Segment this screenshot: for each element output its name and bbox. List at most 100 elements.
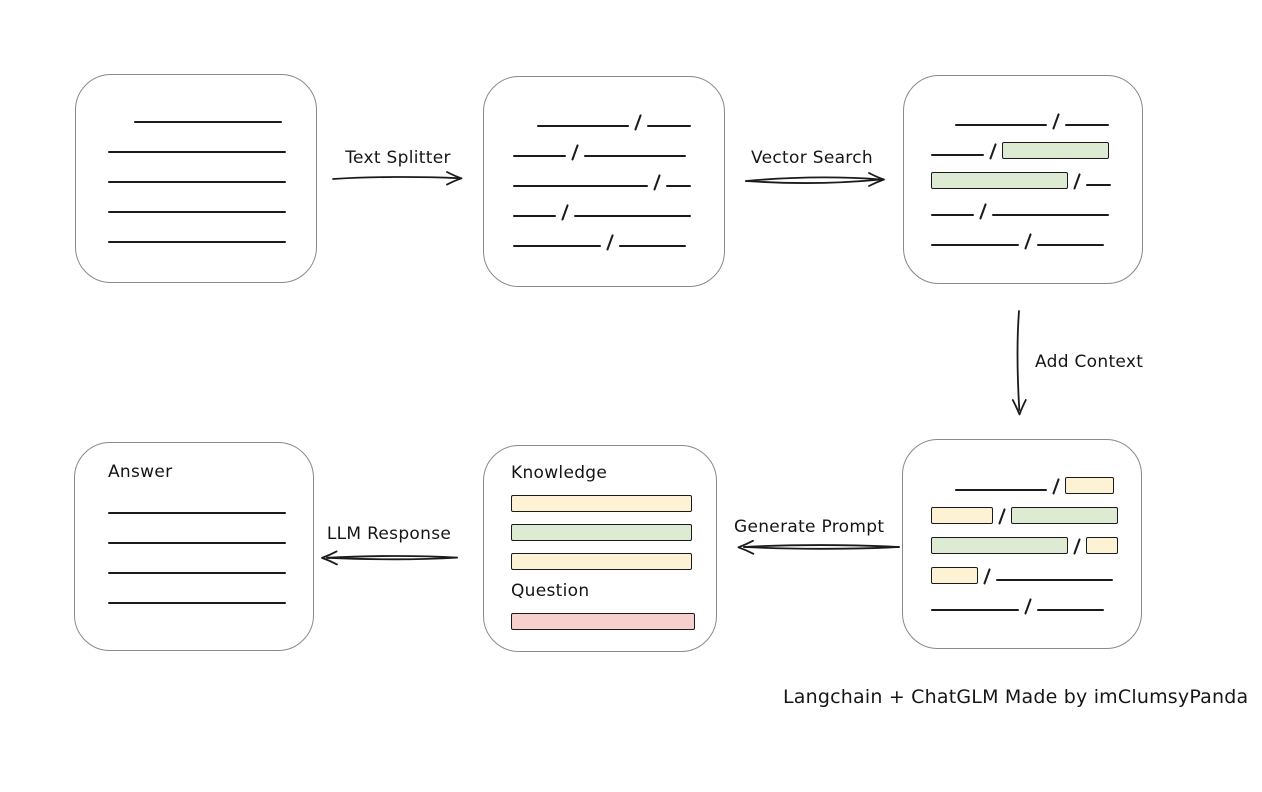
green-highlight-bar xyxy=(931,537,1068,554)
green-highlight-bar xyxy=(511,524,692,541)
llm-response-arrow xyxy=(321,550,458,566)
slash-separator xyxy=(1073,538,1082,555)
text-line xyxy=(931,214,974,216)
generate-prompt-label: Generate Prompt xyxy=(734,517,885,537)
slash-separator xyxy=(989,143,998,160)
caption: Langchain + ChatGLM Made by imClumsyPand… xyxy=(783,686,1249,708)
text-line xyxy=(513,155,566,157)
yellow-highlight-bar xyxy=(511,495,692,512)
content-row xyxy=(108,187,286,217)
text-line xyxy=(666,185,692,187)
add-context-label: Add Context xyxy=(1035,352,1144,372)
question-label: Question xyxy=(511,581,590,601)
answer-lines xyxy=(108,488,286,608)
slash-separator xyxy=(979,203,988,220)
answer-box: Answer xyxy=(74,442,314,651)
text-line xyxy=(108,572,286,574)
content-row xyxy=(513,161,692,191)
text-line xyxy=(513,185,648,187)
text-line xyxy=(134,121,282,123)
knowledge-label: Knowledge xyxy=(511,463,608,483)
text-line xyxy=(108,542,286,544)
content-row xyxy=(108,518,286,548)
context-chunks-box xyxy=(902,439,1142,649)
text-line xyxy=(108,181,286,183)
slash-separator xyxy=(1052,113,1061,130)
content-row xyxy=(513,101,692,131)
text-line xyxy=(931,244,1019,246)
content-row xyxy=(108,217,286,247)
text-line xyxy=(955,124,1047,126)
content-row xyxy=(931,555,1114,585)
knowledge-bars xyxy=(511,484,692,571)
content-row xyxy=(513,221,691,251)
text-line xyxy=(108,211,286,213)
content-row xyxy=(108,578,286,608)
text-line xyxy=(955,489,1047,491)
text-line xyxy=(1086,184,1112,186)
text-line xyxy=(513,245,601,247)
content-row xyxy=(931,160,1112,190)
slash-separator xyxy=(983,568,992,585)
text-line xyxy=(513,215,556,217)
slash-separator xyxy=(606,234,615,251)
content-row xyxy=(931,220,1112,250)
text-splitter-label: Text Splitter xyxy=(345,148,451,168)
text-line xyxy=(108,241,286,243)
text-splitter-arrow xyxy=(332,171,463,186)
text-line xyxy=(931,609,1019,611)
question-bar xyxy=(511,602,695,631)
yellow-highlight-bar xyxy=(931,507,993,524)
document-lines xyxy=(76,75,316,282)
context-lines xyxy=(903,440,1141,648)
content-row xyxy=(511,602,695,631)
yellow-highlight-bar xyxy=(1065,477,1115,494)
content-row xyxy=(108,488,286,518)
prompt-box: Knowledge Question xyxy=(483,445,717,652)
content-row xyxy=(108,548,286,578)
slash-separator xyxy=(571,144,580,161)
yellow-highlight-bar xyxy=(1086,537,1119,554)
indent-gap xyxy=(931,494,955,495)
yellow-highlight-bar xyxy=(931,567,978,584)
content-row xyxy=(931,525,1119,555)
text-line xyxy=(1065,124,1110,126)
chunk-lines xyxy=(484,77,724,286)
slash-separator xyxy=(1024,598,1033,615)
content-row xyxy=(108,157,286,187)
split-chunks-box xyxy=(483,76,725,287)
add-context-arrow xyxy=(1011,310,1027,416)
indent-gap xyxy=(108,126,134,127)
slash-separator xyxy=(998,508,1007,525)
slash-separator xyxy=(561,204,570,221)
green-highlight-bar xyxy=(1002,142,1110,159)
content-row xyxy=(931,465,1115,495)
text-line xyxy=(584,155,687,157)
vector-search-arrow xyxy=(745,172,885,187)
answer-label: Answer xyxy=(108,462,173,482)
content-row xyxy=(511,484,692,513)
text-line xyxy=(1037,244,1105,246)
content-row xyxy=(511,513,692,542)
indent-gap xyxy=(931,129,955,130)
content-row xyxy=(931,495,1119,525)
content-row xyxy=(931,130,1112,160)
text-line xyxy=(574,215,692,217)
text-line xyxy=(537,125,629,127)
slash-separator xyxy=(653,174,662,191)
green-highlight-bar xyxy=(931,172,1068,189)
text-line xyxy=(1037,609,1105,611)
text-line xyxy=(619,245,687,247)
content-row xyxy=(108,97,284,127)
slash-separator xyxy=(1024,233,1033,250)
text-line xyxy=(108,512,286,514)
text-line xyxy=(996,579,1114,581)
vector-search-label: Vector Search xyxy=(751,148,873,168)
indent-gap xyxy=(513,130,537,131)
text-line xyxy=(931,154,984,156)
slash-separator xyxy=(634,114,643,131)
text-line xyxy=(992,214,1110,216)
content-row xyxy=(931,100,1112,130)
search-results-box xyxy=(903,75,1143,284)
